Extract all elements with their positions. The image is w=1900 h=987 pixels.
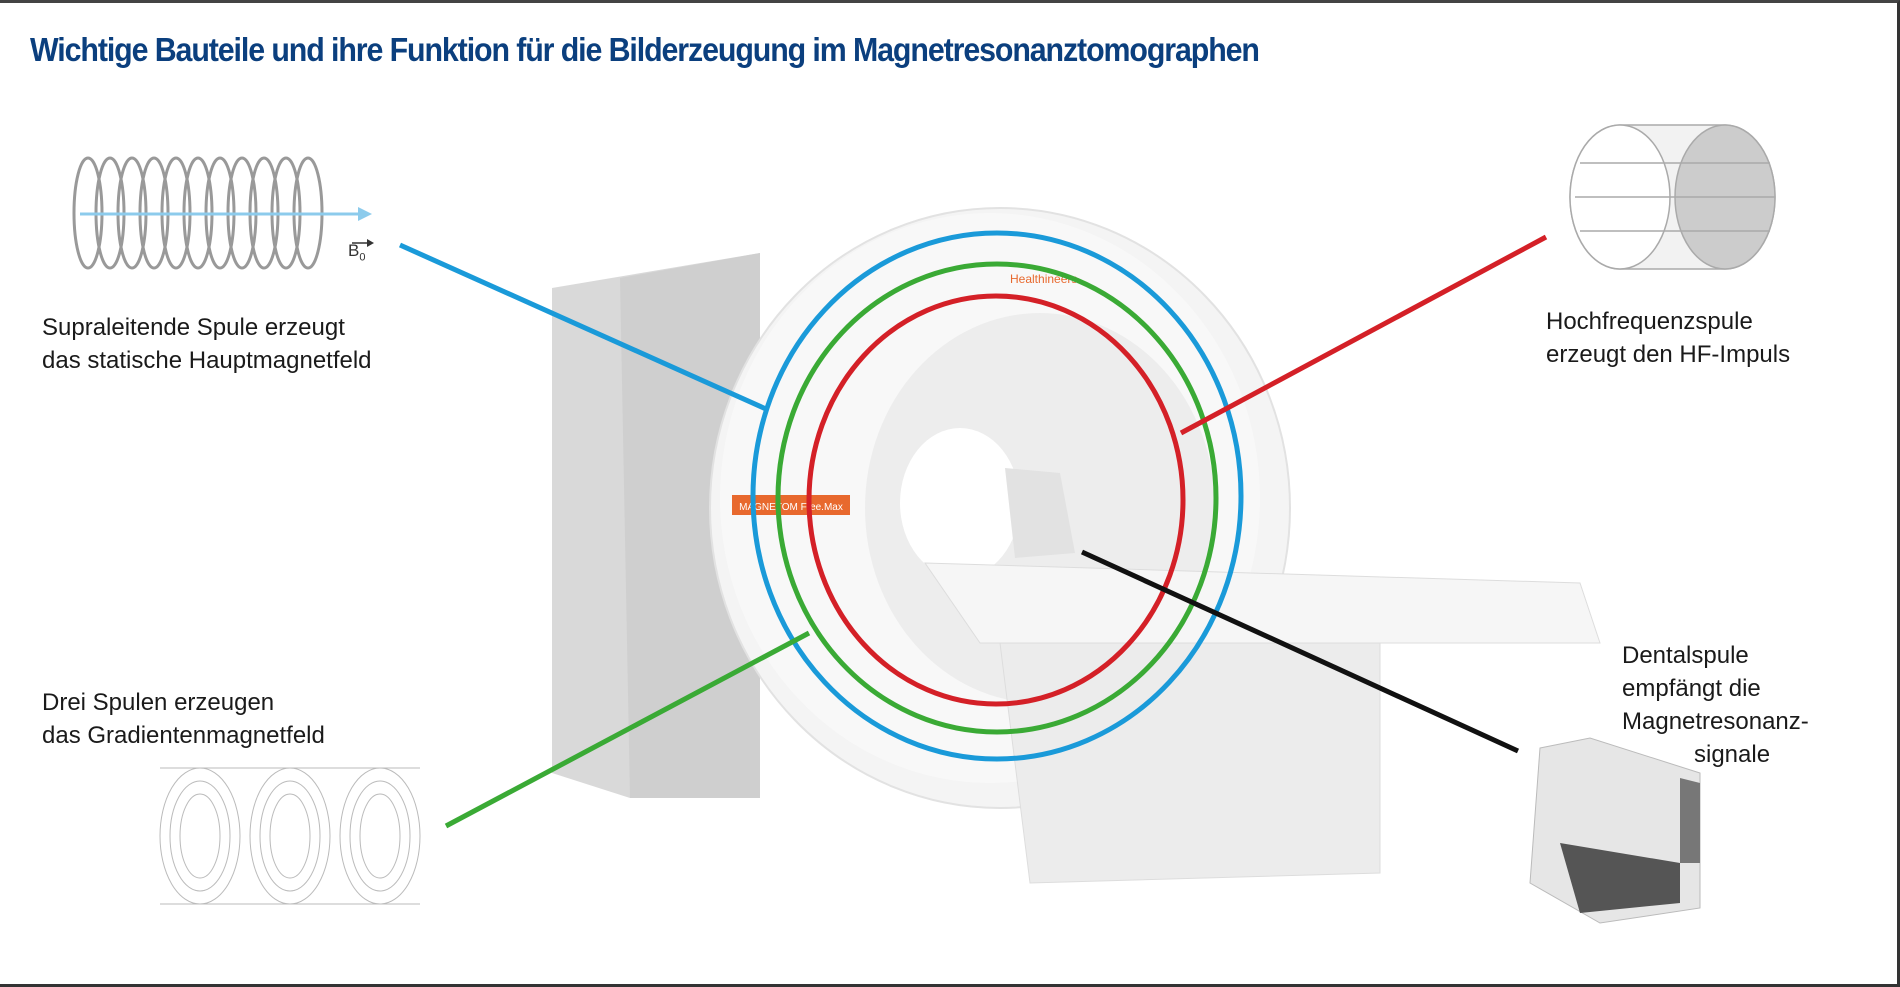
svg-text:MAGNETOM Free.Max: MAGNETOM Free.Max [739, 502, 843, 513]
gradient-coil-ring [775, 261, 1219, 735]
gradient-coils-label: Drei Spulen erzeugen das Gradientenmagne… [42, 689, 325, 749]
page-title: Wichtige Bauteile und ihre Funktion für … [30, 31, 1260, 68]
rf-coil-label: Hochfrequenzspule erzeugt den HF-Impuls [1546, 308, 1791, 368]
dental-leader-line [1080, 549, 1520, 754]
superconducting-leader-line [398, 242, 768, 412]
superconducting-coil-label: Supraleitende Spule erzeugt das statisch… [42, 314, 372, 374]
superconducting-coil-ring [750, 230, 1244, 762]
dental-coil-illustration [1529, 737, 1701, 924]
mri-scanner-illustration: MAGNETOM Free.Max Healthineers [552, 207, 1601, 884]
rf-coil-ring [806, 293, 1186, 707]
rf-leader-line [1179, 234, 1548, 436]
dental-coil-label: Dentalspule empfängt die Magnetresonanz-… [1622, 642, 1809, 768]
b0-symbol: B0 [348, 241, 366, 264]
gradient-leader-line [444, 630, 811, 829]
field-arrow-icon [80, 207, 374, 247]
rf-coil-cylinder-illustration [1569, 124, 1776, 270]
gradient-coil-illustration [159, 767, 421, 905]
machine-badge [732, 495, 850, 515]
diagram-graphics: MAGNETOM Free.Max Healthineers [72, 124, 1776, 924]
